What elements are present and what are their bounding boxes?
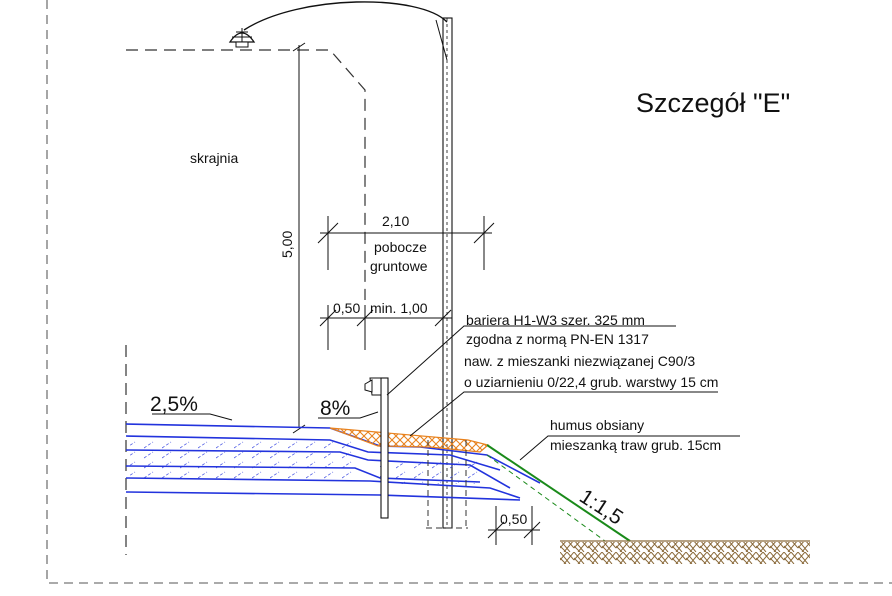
leader-lines [152, 325, 740, 461]
shoulder-width-label: 2,10 [382, 213, 409, 229]
barrier-label-line1: bariera H1-W3 szer. 325 mm [466, 312, 645, 328]
height-dimension-label: 5,00 [279, 231, 295, 258]
surface-label-line2: o uziarnieniu 0/22,4 grub. warstwy 15 cm [464, 374, 718, 390]
shoulder-slope-label: 8% [320, 397, 350, 420]
shoulder-label-line1: pobocze [374, 239, 427, 255]
ground-soil [560, 540, 810, 564]
humus-label-line2: mieszanką traw grub. 15cm [550, 437, 721, 453]
min-dimension-label: min. 1,00 [370, 300, 428, 316]
shoulder-label-line2: gruntowe [370, 258, 428, 274]
offset-dimension [319, 305, 452, 350]
height-dimension [292, 42, 306, 434]
bottom-dimension-label: 0,50 [500, 511, 527, 527]
road-slope-label: 2,5% [150, 393, 198, 416]
shoulder-surface [329, 427, 490, 453]
detail-title: Szczegół "E" [636, 88, 790, 118]
surface-label-line1: naw. z mieszanki niezwiązanej C90/3 [464, 353, 695, 369]
street-lamp-icon [228, 28, 256, 48]
embankment-slope-label: 1:1,5 [575, 485, 627, 530]
bottom-dimension [487, 506, 541, 545]
barrier-label-line2: zgodna z normą PN-EN 1317 [466, 331, 649, 347]
barrier-post [364, 377, 389, 519]
embankment-slope [486, 444, 631, 542]
pavement-layers [125, 423, 541, 501]
shoulder-foundation [426, 440, 468, 529]
shoulder-width-dimension [317, 216, 495, 270]
clearance-label: skrajnia [190, 150, 238, 166]
humus-label-line1: humus obsiany [550, 417, 644, 433]
offset-dimension-label: 0,50 [333, 300, 360, 316]
drawing-frame [46, 0, 892, 584]
